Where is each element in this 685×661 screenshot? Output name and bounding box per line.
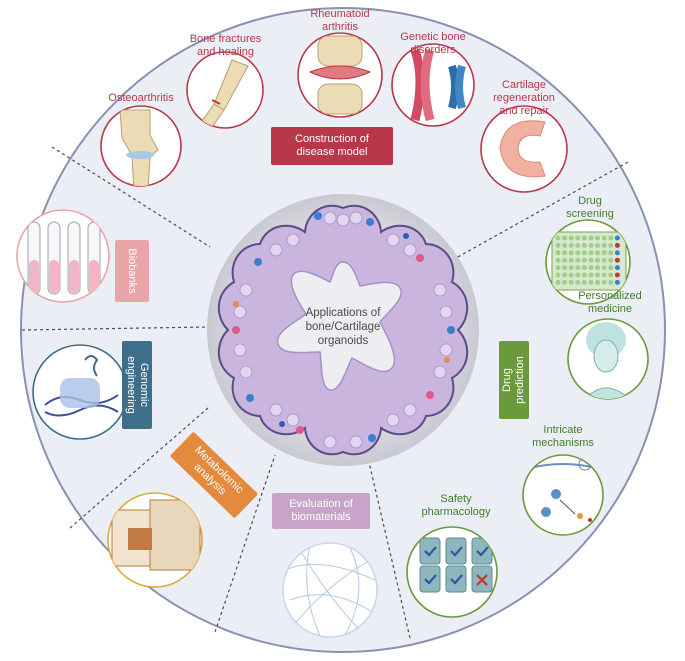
label-osteoarthritis: Osteoarthritis <box>108 92 174 104</box>
label-mechanisms: Intricate mechanisms <box>532 424 594 449</box>
label-safety: Safety pharmacology <box>421 493 491 518</box>
osteoarthritis-image <box>100 105 182 187</box>
genomic-image <box>32 344 128 440</box>
genomic-box-group <box>122 341 152 429</box>
label-drug-screening: Drug screening <box>566 195 614 220</box>
metabolomic-box-group <box>170 432 258 518</box>
drug-box-group <box>499 341 529 419</box>
metabolomic-image <box>107 492 203 588</box>
biomaterials-box-group <box>272 493 370 529</box>
rheumatoid-arthritis-image <box>297 32 383 118</box>
genomic-engineering-box: Genomic engineering <box>125 356 150 414</box>
drug-screening-image <box>545 219 631 305</box>
disease-box-group <box>271 127 393 165</box>
safety-pharmacology-image <box>406 526 498 618</box>
biobanks-box-group <box>115 240 149 302</box>
personalized-medicine-image <box>567 318 649 400</box>
biobanks-box: Biobanks <box>126 248 139 294</box>
center-title: Applications of bone/Cartilage organoids <box>305 307 381 347</box>
sector-dividers <box>21 146 629 639</box>
drug-prediction-box: Drug prediction <box>501 356 526 404</box>
disease-model-box: Construction of disease model <box>295 133 369 158</box>
label-genetic: Genetic bone disorders <box>400 31 466 56</box>
cartilage-image <box>480 105 568 193</box>
label-personalized: Personalized medicine <box>578 290 642 315</box>
mechanisms-image <box>522 454 604 536</box>
label-bone-fractures: Bone fractures and healing <box>189 33 262 58</box>
organoid <box>217 204 469 456</box>
biomaterials-box: Evaluation of biomaterials <box>289 498 353 523</box>
biomaterial-image <box>282 542 378 638</box>
bone-fracture-image <box>186 51 264 129</box>
biobank-tubes-image <box>16 209 110 303</box>
label-cartilage: Cartilage regeneration and repair <box>493 79 555 117</box>
genetic-disorder-image <box>391 43 475 127</box>
label-rheumatoid: Rheumatoid arthritis <box>310 8 370 33</box>
